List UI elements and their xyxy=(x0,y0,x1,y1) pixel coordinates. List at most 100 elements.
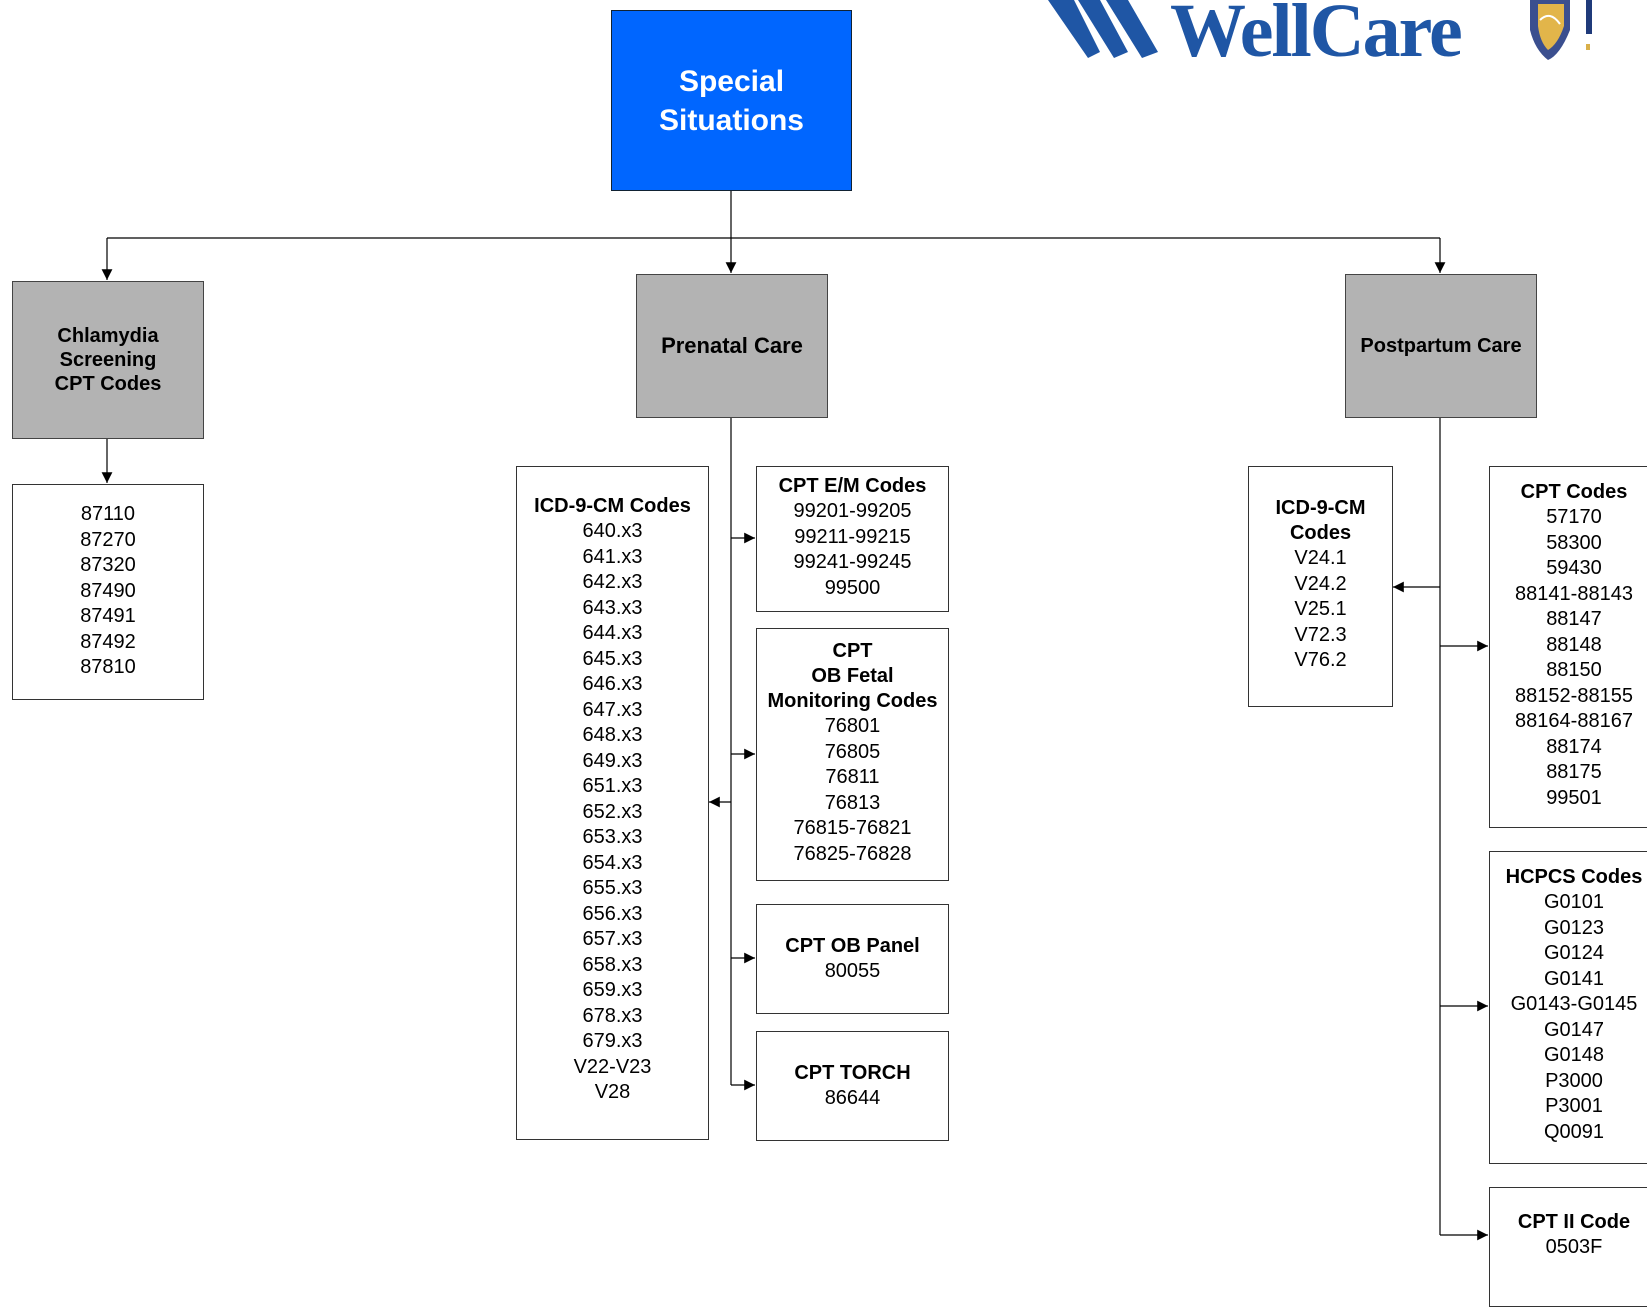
prenatal-panel-title: CPT OB Panel xyxy=(785,934,920,957)
code-item: 99201-99205 xyxy=(793,500,912,522)
code-item: 642.x3 xyxy=(582,571,643,593)
code-item: 88147 xyxy=(1546,608,1602,630)
postpartum-icd-title-line: Codes xyxy=(1289,522,1352,544)
wellcare-logo: WellCare® xyxy=(1170,0,1472,75)
prenatal-fetal-title-line: Monitoring Codes xyxy=(767,690,938,712)
code-item: 659.x3 xyxy=(582,979,643,1001)
code-item: 76815-76821 xyxy=(793,817,912,839)
code-item: 76805 xyxy=(824,740,881,763)
code-item: G0141 xyxy=(1543,967,1605,990)
postpartum-cpt-codes-box: CPT Codes 57170 58300 59430 88141-88143 … xyxy=(1489,466,1647,828)
code-item: 88164-88167 xyxy=(1515,710,1633,732)
prenatal-title: Prenatal Care xyxy=(661,333,803,358)
code-item: 641.x3 xyxy=(582,545,643,568)
prenatal-torch-box: CPT TORCH 86644 xyxy=(756,1031,949,1141)
code-item: 658.x3 xyxy=(582,953,643,976)
code-item: G0147 xyxy=(1543,1018,1605,1041)
code-item: 643.x3 xyxy=(582,596,643,619)
code-item: Q0091 xyxy=(1543,1120,1605,1143)
code-item: 99211-99215 xyxy=(794,525,911,548)
partner-emblem-icon xyxy=(1530,0,1592,60)
prenatal-icd-title: ICD-9-CM Codes xyxy=(534,495,691,517)
code-item: 654.x3 xyxy=(582,851,643,874)
code-item: G0101 xyxy=(1543,891,1605,913)
code-item: 87492 xyxy=(80,630,136,653)
prenatal-fetal-monitoring-box: CPT OB Fetal Monitoring Codes 76801 7680… xyxy=(756,628,949,881)
code-item: 87110 xyxy=(80,503,136,525)
root-title-line2: Situations xyxy=(658,103,804,137)
code-item: 88150 xyxy=(1546,659,1602,681)
chlamydia-title-line: CPT Codes xyxy=(54,373,162,395)
code-item: 87270 xyxy=(80,528,136,551)
code-item: V28 xyxy=(594,1081,631,1103)
code-item: 99500 xyxy=(824,576,881,599)
postpartum-hcpcs-title: HCPCS Codes xyxy=(1505,866,1643,888)
postpartum-care-box: Postpartum Care xyxy=(1345,274,1537,418)
prenatal-torch-title: CPT TORCH xyxy=(794,1061,911,1084)
code-item: 88174 xyxy=(1546,735,1602,758)
code-item: 87491 xyxy=(80,605,136,627)
code-item: 80055 xyxy=(824,959,881,982)
code-item: 649.x3 xyxy=(582,749,643,772)
code-item: 88141-88143 xyxy=(1515,582,1633,605)
code-item: 59430 xyxy=(1546,557,1602,579)
prenatal-care-box: Prenatal Care xyxy=(636,274,828,418)
code-item: 76811 xyxy=(825,766,880,788)
code-item: 655.x3 xyxy=(582,877,643,899)
code-item: 645.x3 xyxy=(582,647,643,670)
code-item: 76801 xyxy=(824,715,881,737)
code-item: 652.x3 xyxy=(582,800,643,823)
postpartum-icd-codes-box: ICD-9-CM Codes V24.1 V24.2 V25.1 V72.3 V… xyxy=(1248,466,1393,707)
chlamydia-title-line: Chlamydia xyxy=(57,325,159,347)
code-item: 76813 xyxy=(824,791,881,814)
code-item: 644.x3 xyxy=(582,622,643,644)
code-item: 647.x3 xyxy=(582,698,643,721)
code-item: G0124 xyxy=(1543,942,1605,964)
code-item: P3000 xyxy=(1545,1069,1603,1092)
code-item: P3001 xyxy=(1545,1095,1603,1117)
code-item: V22-V23 xyxy=(573,1055,652,1078)
prenatal-fetal-title-line: CPT xyxy=(832,640,873,662)
logo-text: WellCare xyxy=(1170,0,1463,73)
code-item: V72.3 xyxy=(1294,623,1347,646)
code-item: 648.x3 xyxy=(582,724,643,746)
code-item: G0143-G0145 xyxy=(1510,993,1638,1015)
code-item: 651.x3 xyxy=(582,775,643,797)
code-item: V24.1 xyxy=(1294,547,1347,569)
code-item: V24.2 xyxy=(1294,572,1347,595)
code-item: 640.x3 xyxy=(582,520,643,542)
code-item: 88148 xyxy=(1546,633,1602,656)
wellcare-w-mark-icon xyxy=(1048,0,1158,58)
code-item: 58300 xyxy=(1546,531,1602,554)
root-title-line1: Special xyxy=(678,64,785,98)
prenatal-icd-codes-box: ICD-9-CM Codes 640.x3 641.x3 642.x3 643.… xyxy=(516,466,709,1140)
code-item: V25.1 xyxy=(1294,598,1347,620)
code-item: 653.x3 xyxy=(582,826,643,848)
code-item: 656.x3 xyxy=(582,902,643,925)
code-item: 86644 xyxy=(824,1086,881,1109)
postpartum-icd-title-line: ICD-9-CM xyxy=(1275,497,1366,519)
postpartum-cpt2-code-box: CPT II Code 0503F xyxy=(1489,1187,1647,1307)
prenatal-fetal-title-line: OB Fetal xyxy=(811,665,894,687)
special-situations-box: Special Situations xyxy=(611,10,852,191)
postpartum-cpt-title: CPT Codes xyxy=(1520,481,1628,503)
code-item: 87810 xyxy=(80,656,136,678)
connector-lines xyxy=(101,190,1488,1241)
postpartum-cpt2-title: CPT II Code xyxy=(1517,1211,1631,1233)
code-item: 87320 xyxy=(80,554,136,576)
prenatal-ob-panel-box: CPT OB Panel 80055 xyxy=(756,904,949,1014)
code-item: 87490 xyxy=(80,579,136,602)
code-item: 99501 xyxy=(1546,786,1602,809)
code-item: 88152-88155 xyxy=(1515,684,1633,707)
prenatal-em-codes-box: CPT E/M Codes 99201-99205 99211-99215 99… xyxy=(756,466,949,612)
chlamydia-title-line: Screening xyxy=(59,349,157,371)
code-item: 76825-76828 xyxy=(793,842,912,865)
code-item: 646.x3 xyxy=(582,673,643,695)
code-item: 0503F xyxy=(1545,1236,1603,1258)
code-item: G0148 xyxy=(1543,1044,1605,1066)
code-item: 88175 xyxy=(1546,761,1602,783)
chlamydia-codes-box: 87110 87270 87320 87490 87491 87492 8781… xyxy=(12,484,204,700)
code-item: 678.x3 xyxy=(582,1004,643,1027)
logo-registered-mark: ® xyxy=(1461,0,1472,3)
code-item: 99241-99245 xyxy=(793,551,912,573)
